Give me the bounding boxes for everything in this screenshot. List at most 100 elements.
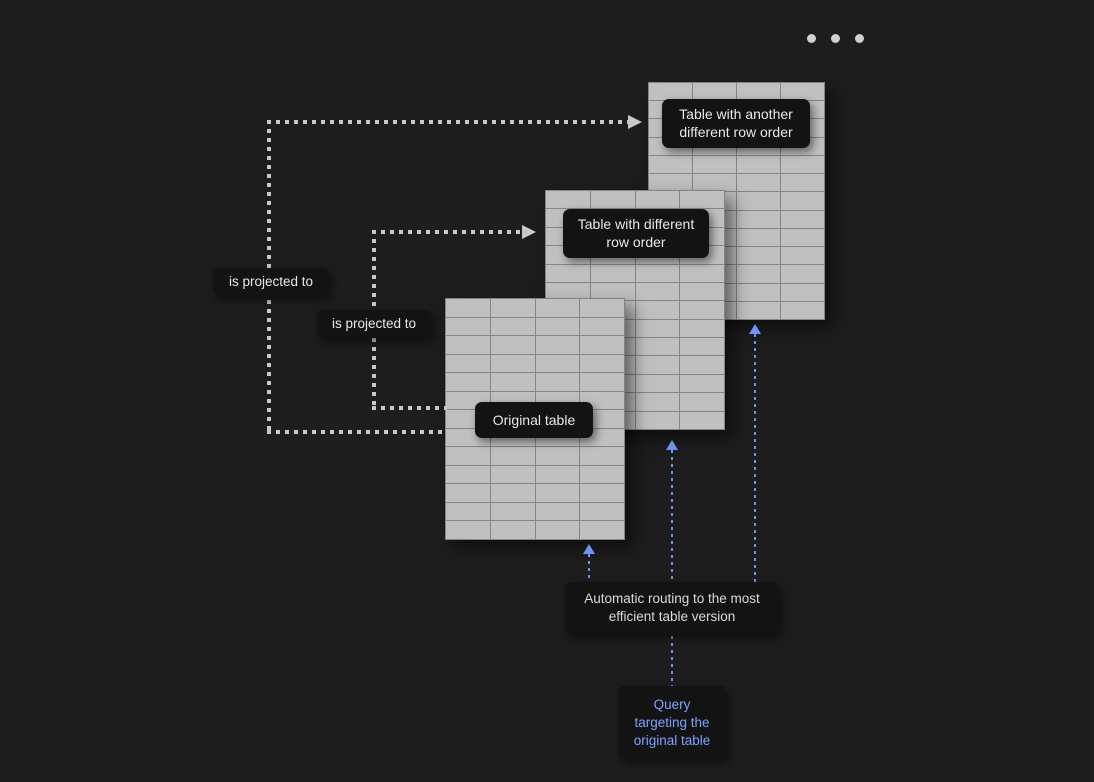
table-cell bbox=[580, 354, 624, 373]
table-cell bbox=[580, 336, 624, 354]
projection-outer-bottom-segment bbox=[267, 430, 447, 434]
table-cell bbox=[649, 83, 692, 101]
table-cell bbox=[635, 282, 680, 301]
table-cell bbox=[680, 319, 724, 338]
table-cell bbox=[446, 465, 490, 484]
label-query-targeting: Query targeting the original table bbox=[618, 686, 726, 760]
table-cell bbox=[546, 264, 590, 282]
table-cell bbox=[535, 354, 580, 373]
arrowhead-up-icon bbox=[583, 544, 595, 554]
table-cell bbox=[635, 374, 680, 393]
table-cell bbox=[446, 373, 490, 391]
table-cell bbox=[535, 317, 580, 336]
table-cell bbox=[580, 317, 624, 336]
table-cell bbox=[737, 192, 780, 210]
table-cell bbox=[580, 447, 624, 465]
table-cell bbox=[781, 228, 824, 247]
table-cell bbox=[535, 373, 580, 391]
table-cell bbox=[580, 465, 624, 484]
table-cell bbox=[446, 447, 490, 465]
table-cell bbox=[635, 319, 680, 338]
projection-inner-bottom-segment bbox=[372, 406, 447, 410]
arrowhead-right-icon bbox=[522, 225, 536, 239]
ellipsis-dots bbox=[807, 34, 864, 43]
table-cell bbox=[781, 83, 824, 101]
table-cell bbox=[446, 299, 490, 317]
table-cell bbox=[590, 191, 635, 209]
table-cell bbox=[737, 265, 780, 283]
table-cell bbox=[446, 521, 490, 539]
table-cell bbox=[580, 299, 624, 317]
table-cell bbox=[781, 265, 824, 283]
table-cell bbox=[680, 338, 724, 356]
table-cell bbox=[446, 336, 490, 354]
routing-to-different-segment bbox=[671, 450, 673, 582]
arrowhead-up-icon bbox=[666, 440, 678, 450]
arrowhead-right-icon bbox=[628, 115, 642, 129]
label-table-another: Table with another different row order bbox=[662, 99, 810, 148]
table-cell bbox=[490, 521, 535, 539]
table-cell bbox=[535, 465, 580, 484]
table-cell bbox=[680, 282, 724, 301]
table-cell bbox=[490, 336, 535, 354]
table-cell bbox=[590, 282, 635, 301]
table-cell bbox=[693, 155, 736, 174]
table-cell bbox=[490, 317, 535, 336]
table-cell bbox=[693, 83, 736, 101]
table-cell bbox=[781, 210, 824, 228]
table-cell bbox=[649, 155, 692, 174]
table-cell bbox=[680, 191, 724, 209]
table-cell bbox=[635, 393, 680, 411]
table-cell bbox=[737, 83, 780, 101]
table-cell bbox=[580, 373, 624, 391]
table-cell bbox=[446, 354, 490, 373]
table-cell bbox=[649, 174, 692, 192]
table-cell bbox=[737, 210, 780, 228]
table-cell bbox=[535, 336, 580, 354]
table-cell bbox=[781, 283, 824, 301]
table-cell bbox=[680, 264, 724, 282]
table-cell bbox=[546, 282, 590, 301]
table-cell bbox=[490, 299, 535, 317]
dot-icon bbox=[831, 34, 840, 43]
routing-to-original-segment bbox=[588, 554, 590, 582]
projection-outer-top-segment bbox=[267, 120, 628, 124]
table-cell bbox=[490, 484, 535, 502]
table-cell bbox=[535, 502, 580, 521]
table-cell bbox=[535, 447, 580, 465]
table-cell bbox=[737, 301, 780, 319]
label-is-projected-to-outer: is projected to bbox=[213, 268, 329, 296]
table-cell bbox=[781, 247, 824, 265]
table-cell bbox=[635, 301, 680, 319]
table-cell bbox=[693, 174, 736, 192]
table-cell bbox=[535, 484, 580, 502]
table-cell bbox=[737, 174, 780, 192]
table-cell bbox=[680, 374, 724, 393]
routing-to-another-segment bbox=[754, 334, 756, 582]
label-table-different: Table with different row order bbox=[563, 209, 709, 258]
table-cell bbox=[490, 354, 535, 373]
table-cell bbox=[580, 502, 624, 521]
table-cell bbox=[590, 264, 635, 282]
dot-icon bbox=[855, 34, 864, 43]
table-cell bbox=[680, 411, 724, 429]
table-cell bbox=[490, 502, 535, 521]
label-is-projected-to-inner: is projected to bbox=[317, 310, 431, 338]
label-table-original: Original table bbox=[475, 402, 593, 439]
table-cell bbox=[490, 373, 535, 391]
table-cell bbox=[737, 247, 780, 265]
table-cell bbox=[490, 465, 535, 484]
table-cell bbox=[737, 228, 780, 247]
table-cell bbox=[580, 521, 624, 539]
table-cell bbox=[446, 502, 490, 521]
table-cell bbox=[635, 411, 680, 429]
table-cell bbox=[635, 264, 680, 282]
table-cell bbox=[781, 301, 824, 319]
table-cell bbox=[781, 192, 824, 210]
table-cell bbox=[635, 191, 680, 209]
table-cell bbox=[737, 283, 780, 301]
table-cell bbox=[680, 356, 724, 374]
table-cell bbox=[535, 299, 580, 317]
table-cell bbox=[635, 338, 680, 356]
